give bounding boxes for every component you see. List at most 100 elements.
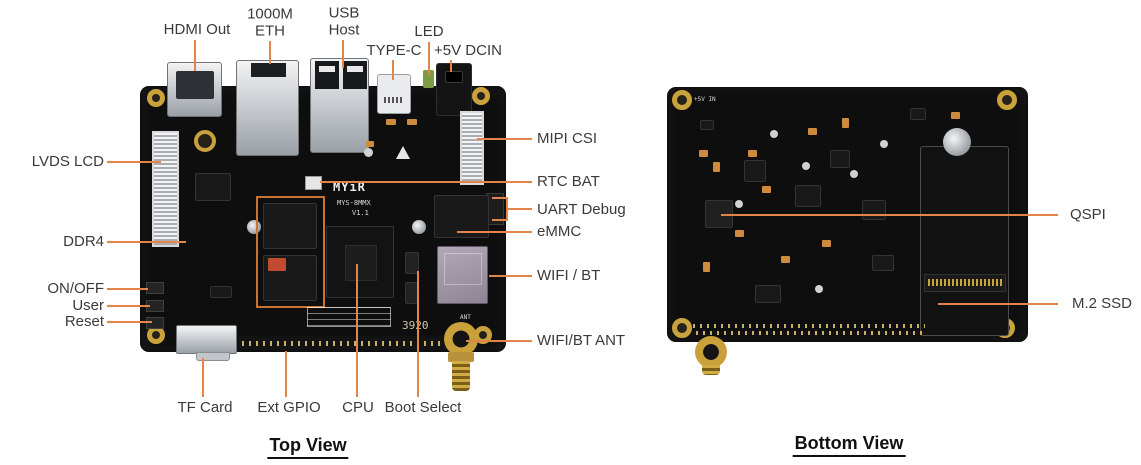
smd-component [808, 128, 817, 135]
dc-jack [436, 63, 472, 116]
smd-component [386, 119, 396, 125]
m2-gold-fingers [928, 279, 1002, 286]
small-chip [830, 150, 850, 168]
small-chip [744, 160, 766, 182]
tf-card-slot [176, 325, 237, 354]
label-wifi-bt: WIFI / BT [537, 266, 601, 284]
label-type-c: TYPE-C [366, 41, 422, 59]
label-lvds-lcd: LVDS LCD [31, 152, 104, 170]
model-silkscreen: MYS-8MMX [337, 199, 371, 207]
pad-row [696, 331, 925, 335]
smd-component [748, 150, 757, 157]
smd-component [822, 240, 831, 247]
code-silkscreen: 3920 [402, 319, 429, 332]
label-reset: Reset [64, 312, 104, 330]
tf-card-edge [196, 352, 230, 361]
m2-connector [924, 274, 1006, 292]
label-boot-select: Boot Select [384, 398, 462, 416]
small-chip [210, 286, 232, 298]
top-view-board: MYiR MYS-8MMX V1.1 3920 ANT [140, 58, 506, 391]
via [735, 200, 743, 208]
wifi-shield-lid [444, 253, 482, 285]
via [364, 148, 373, 157]
via [880, 140, 888, 148]
usb-host-connector [310, 58, 369, 153]
ethernet-connector [236, 60, 299, 156]
inner-standoff-right [412, 220, 426, 234]
smd-component [407, 119, 417, 125]
label-on-off: ON/OFF [47, 279, 104, 297]
label-1000m-eth: 1000M ETH [247, 5, 293, 40]
label-line: USB [328, 4, 360, 22]
hdmi-connector [167, 62, 222, 117]
mount-hole-tr [472, 87, 490, 105]
type-c-connector [377, 74, 411, 114]
hdmi-port-opening [176, 71, 214, 99]
label-hdmi-out: HDMI Out [163, 20, 231, 38]
boot-select-network [405, 282, 419, 304]
via [770, 130, 778, 138]
smd-component [735, 230, 744, 237]
cpu-die [345, 245, 377, 281]
usb-port-b [343, 61, 367, 89]
ddr4-outline-box [256, 196, 325, 308]
antenna-connector [695, 336, 727, 368]
onoff-button [146, 282, 164, 294]
mount-hole-tr [997, 90, 1017, 110]
label-ext-gpio: Ext GPIO [257, 398, 321, 416]
label-qspi: QSPI [1070, 205, 1106, 223]
qspi-flash-chip [705, 200, 733, 228]
bottom-view-board: +5V IN [667, 87, 1028, 375]
small-chip [755, 285, 781, 303]
label-led: LED [414, 22, 444, 40]
label-uart-debug: UART Debug [537, 200, 626, 218]
boot-config-silk-table [307, 307, 391, 327]
small-chip [910, 108, 926, 120]
sma-threads [702, 365, 720, 375]
boot-select-network [405, 252, 419, 274]
label-wifi-bt-ant: WIFI/BT ANT [537, 331, 626, 349]
label-mipi-csi: MIPI CSI [537, 129, 598, 147]
label-user: User [72, 296, 104, 314]
wifi-bt-module [437, 246, 488, 304]
small-chip [795, 185, 821, 207]
top-view-caption: Top View [267, 435, 349, 459]
m2-standoff [943, 128, 971, 156]
small-chip [195, 173, 231, 201]
smd-component [842, 118, 849, 128]
via [850, 170, 858, 178]
smd-component [762, 186, 771, 193]
rtc-battery-connector [305, 176, 322, 190]
reset-button [146, 317, 164, 329]
usb-port-a [315, 61, 339, 89]
ext-gpio-header [239, 336, 445, 350]
smd-component [366, 141, 374, 147]
mount-hole-tl [147, 89, 165, 107]
sma-threads [452, 361, 470, 391]
label-line: 1000M [247, 5, 293, 23]
user-button [146, 300, 164, 312]
ddr4-chip-1 [263, 203, 317, 249]
bottom-view-caption: Bottom View [792, 433, 906, 457]
label-5v-dcin: +5V DCIN [434, 41, 502, 59]
label-ddr4: DDR4 [63, 232, 104, 250]
brand-silkscreen: MYiR [333, 180, 366, 194]
ant-silkscreen: ANT [460, 314, 471, 321]
label-cpu: CPU [342, 398, 374, 416]
m2-ssd-area [920, 146, 1009, 336]
label-line: Host [328, 21, 360, 38]
wifi-bt-ant-connector [444, 322, 478, 356]
mount-hole-bl [672, 318, 692, 338]
version-silkscreen: V1.1 [352, 209, 369, 217]
pad-row [693, 324, 925, 328]
red-component [268, 258, 286, 271]
smd-component [699, 150, 708, 157]
gpio-pins [242, 341, 442, 346]
small-chip [872, 255, 894, 271]
usb-tongue [319, 66, 335, 72]
emmc-chip [434, 195, 489, 238]
type-c-pins [384, 97, 404, 103]
gpio-pad-rows [693, 322, 925, 338]
label-m2-ssd: M.2 SSD [1072, 294, 1133, 312]
